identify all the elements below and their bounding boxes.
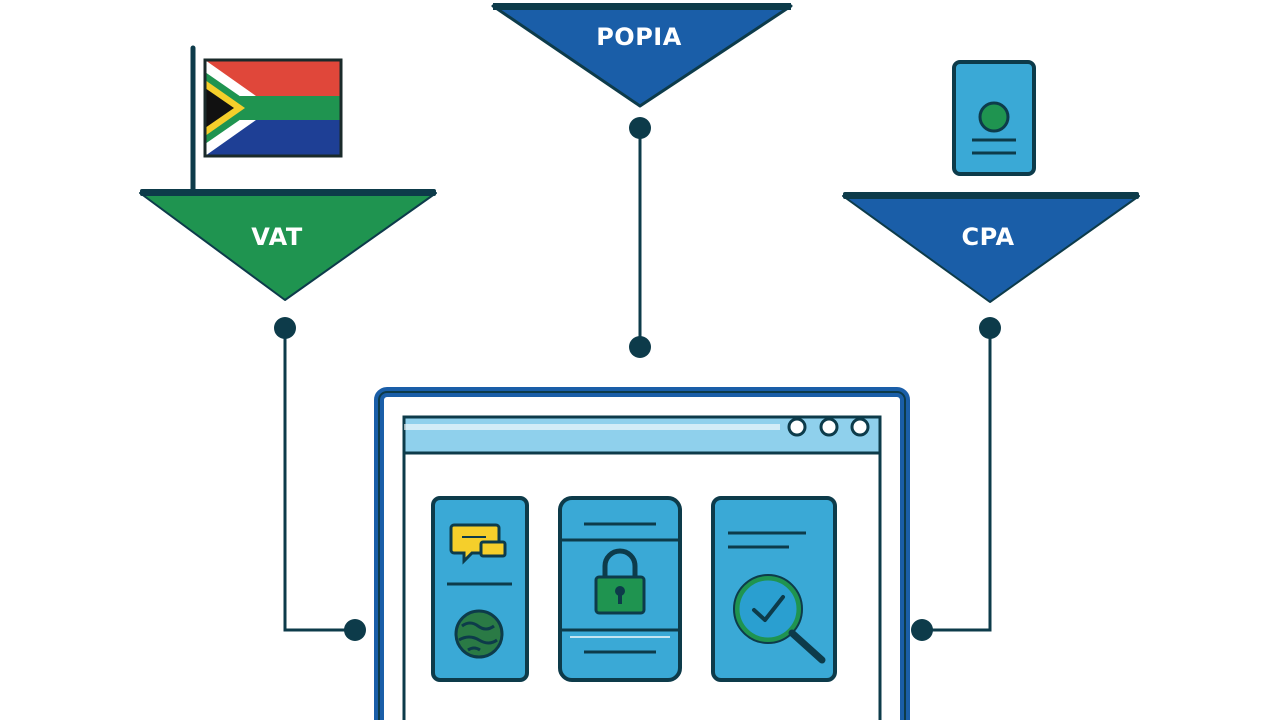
- popia-triangle: POPIA: [491, 3, 793, 108]
- window-control-dot[interactable]: [819, 417, 839, 437]
- magnifier-check-icon: [733, 574, 826, 664]
- vat-connector: [283, 328, 355, 632]
- cpa-end-dot: [911, 619, 933, 641]
- chat-bubble-icon: [449, 523, 507, 565]
- connector-lines: [283, 128, 992, 632]
- card-chat-globe: [431, 496, 529, 682]
- south-africa-flag-icon: [190, 45, 343, 195]
- vat-top-dot: [274, 317, 296, 339]
- window-control-dot[interactable]: [850, 417, 870, 437]
- card-search: [711, 496, 837, 682]
- vat-end-dot: [344, 619, 366, 641]
- popia-top-dot: [629, 117, 651, 139]
- vat-label: VAT: [251, 223, 303, 251]
- card-padlock: [558, 496, 682, 682]
- connector-dots: [274, 117, 1001, 641]
- passport-document-icon: [952, 60, 1036, 176]
- vat-triangle: VAT: [139, 189, 437, 301]
- window-control-dot[interactable]: [787, 417, 807, 437]
- browser-title-bar: [402, 415, 882, 455]
- padlock-icon: [594, 548, 646, 615]
- popia-bottom-dot: [629, 336, 651, 358]
- cpa-top-dot: [979, 317, 1001, 339]
- popia-label: POPIA: [596, 23, 682, 51]
- globe-icon: [454, 609, 504, 659]
- cpa-connector: [922, 328, 992, 632]
- cpa-label: CPA: [961, 223, 1014, 251]
- cpa-triangle: CPA: [842, 192, 1140, 303]
